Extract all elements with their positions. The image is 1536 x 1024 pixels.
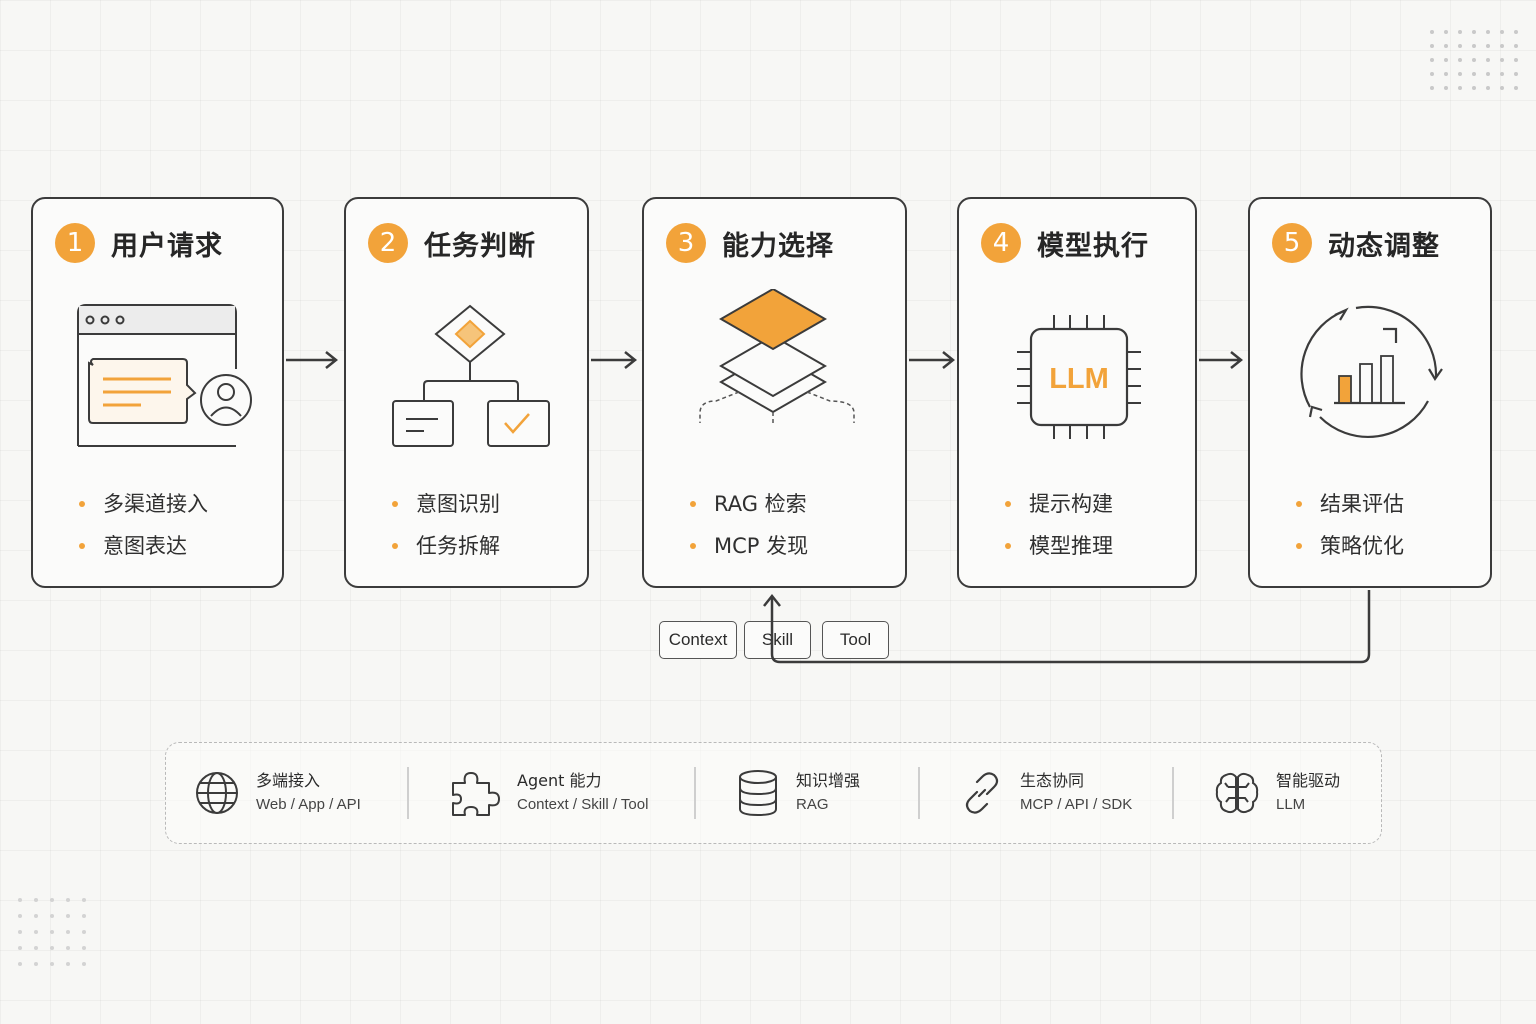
- step-card-capability-selection: 3 能力选择 Context Skill Tool RAG 检索 MCP 发现: [642, 197, 907, 659]
- dot-grid-bottom-left: [18, 898, 86, 966]
- feature-ecosystem-collaboration: 生态协同 MCP / API / SDK: [960, 743, 1132, 843]
- step-title: 模型执行: [1037, 230, 1149, 262]
- step-title: 任务判断: [424, 230, 536, 262]
- bullet-item: 多渠道接入: [79, 483, 208, 525]
- step-card-dynamic-adjustment: 5 动态调整 结果评估 策略优化: [1248, 197, 1492, 588]
- step-bullets: 意图识别 任务拆解: [392, 483, 500, 567]
- chip-skill: Skill: [744, 621, 811, 659]
- feature-subtitle: Context / Skill / Tool: [517, 796, 649, 813]
- brain-icon: [1215, 772, 1259, 814]
- feature-title: 生态协同: [1020, 771, 1085, 790]
- feature-title: 知识增强: [796, 771, 861, 790]
- divider: [694, 767, 696, 819]
- chip-icon: LLM: [1017, 315, 1141, 439]
- step-number-badge: 4: [981, 223, 1021, 263]
- step-title: 能力选择: [722, 230, 834, 262]
- bullet-item: 策略优化: [1296, 525, 1404, 567]
- feature-agent-capability: Agent 能力 Context / Skill / Tool: [449, 743, 648, 843]
- bullet-item: 意图识别: [392, 483, 500, 525]
- flow-arrow-4: [1199, 351, 1244, 369]
- chip-tool: Tool: [822, 621, 889, 659]
- feature-subtitle: RAG: [796, 796, 829, 813]
- feature-multi-access: 多端接入 Web / App / API: [194, 743, 361, 843]
- link-icon: [965, 772, 999, 814]
- step-number-badge: 2: [368, 223, 408, 263]
- divider: [918, 767, 920, 819]
- feature-title: Agent 能力: [517, 771, 602, 790]
- step-title: 动态调整: [1328, 230, 1440, 262]
- globe-icon: [196, 772, 238, 814]
- puzzle-icon: [452, 772, 500, 816]
- bullet-item: 结果评估: [1296, 483, 1404, 525]
- bullet-item: 模型推理: [1005, 525, 1113, 567]
- step-title: 用户请求: [111, 230, 223, 262]
- feature-bar: 多端接入 Web / App / API Agent 能力 Context / …: [165, 742, 1382, 844]
- chip-llm-label: LLM: [1049, 363, 1109, 395]
- bullet-item: MCP 发现: [690, 525, 808, 567]
- decision-tree-icon: [392, 304, 550, 447]
- flow-arrow-2: [591, 351, 638, 369]
- step-number-badge: 3: [666, 223, 706, 263]
- feature-intelligent-drive: 智能驱动 LLM: [1214, 743, 1340, 843]
- bullet-item: 意图表达: [79, 525, 208, 567]
- step-bullets: RAG 检索 MCP 发现: [690, 483, 808, 567]
- feature-subtitle: Web / App / API: [256, 796, 361, 813]
- divider: [1172, 767, 1174, 819]
- step-number-badge: 1: [55, 223, 95, 263]
- flow-arrow-1: [286, 351, 339, 369]
- step-bullets: 结果评估 策略优化: [1296, 483, 1404, 567]
- flow-arrow-3: [909, 351, 956, 369]
- chip-context: Context: [659, 621, 737, 659]
- step-number-badge: 5: [1272, 223, 1312, 263]
- dot-grid-top-right: [1430, 30, 1518, 90]
- step-card-task-judgment: 2 任务判断 意图识别 任务拆解: [344, 197, 589, 588]
- layers-icon: [699, 289, 855, 423]
- feature-title: 多端接入: [256, 771, 321, 790]
- step-bullets: 提示构建 模型推理: [1005, 483, 1113, 567]
- step-card-model-execution: 4 模型执行 LLM 提示构建 模型推理: [957, 197, 1197, 588]
- chat-window-icon: [77, 304, 252, 447]
- database-icon: [739, 770, 777, 817]
- cycle-chart-icon: [1300, 305, 1443, 438]
- step-card-user-request: 1 用户请求 多渠道接入 意图表达: [31, 197, 284, 588]
- feature-subtitle: LLM: [1276, 796, 1306, 813]
- divider: [407, 767, 409, 819]
- feedback-loop-arrow: [763, 590, 1371, 664]
- feature-subtitle: MCP / API / SDK: [1020, 796, 1133, 813]
- bullet-item: 提示构建: [1005, 483, 1113, 525]
- step-bullets: 多渠道接入 意图表达: [79, 483, 208, 567]
- feature-knowledge-enhancement: 知识增强 RAG: [736, 743, 860, 843]
- feature-title: 智能驱动: [1276, 771, 1341, 790]
- bullet-item: 任务拆解: [392, 525, 500, 567]
- bullet-item: RAG 检索: [690, 483, 808, 525]
